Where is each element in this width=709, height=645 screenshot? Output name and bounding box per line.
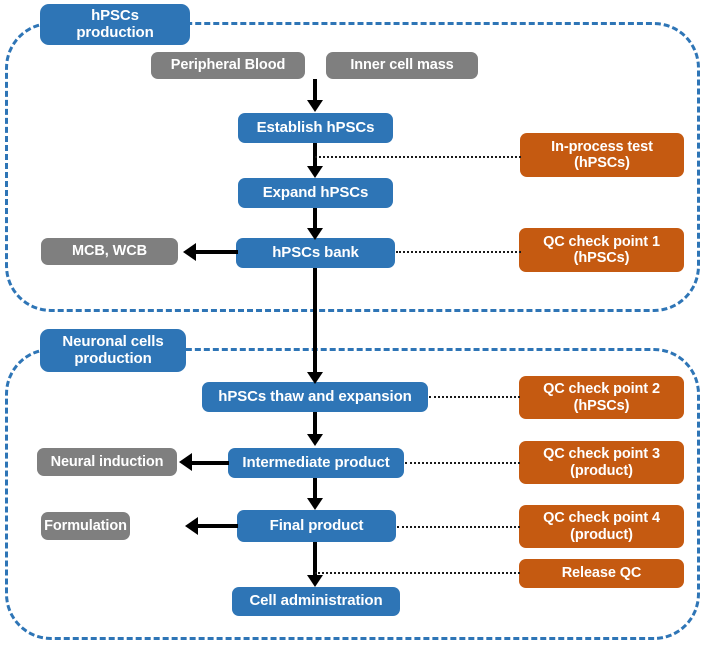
- node-label-line1: QC check point 4: [543, 510, 660, 527]
- node-label: Establish hPSCs: [256, 118, 375, 136]
- arrowhead-to-establish: [307, 100, 323, 112]
- group-label-line2: production: [76, 23, 154, 41]
- node-hpscs-thaw-and-expansion[interactable]: hPSCs thaw and expansion: [202, 382, 428, 412]
- node-label: hPSCs thaw and expansion: [218, 387, 412, 405]
- node-label: Final product: [269, 516, 364, 534]
- qc-link-in-process-test: [315, 156, 521, 158]
- qc-link-check-point-1: [396, 251, 521, 253]
- node-label-line1: QC check point 3: [543, 446, 660, 463]
- node-intermediate-product[interactable]: Intermediate product: [228, 448, 404, 478]
- arrowhead-to-formulation: [185, 517, 198, 535]
- node-neural-induction[interactable]: Neural induction: [37, 448, 177, 476]
- arrowhead-to-neural-induction: [179, 453, 192, 471]
- node-formulation[interactable]: Formulation: [41, 512, 130, 540]
- arrowhead-to-intermediate: [307, 434, 323, 446]
- node-release-qc[interactable]: Release QC: [519, 559, 684, 588]
- connector-final-to-formulation: [198, 524, 238, 528]
- arrowhead-to-expand: [307, 166, 323, 178]
- node-establish-hpscs[interactable]: Establish hPSCs: [238, 113, 393, 143]
- connector-sources-to-establish: [313, 79, 317, 103]
- arrowhead-to-mcb-wcb: [183, 243, 196, 261]
- group-label-line1: Neuronal cells: [62, 332, 164, 350]
- node-label-line1: QC check point 1: [543, 233, 660, 250]
- node-label: Expand hPSCs: [262, 183, 369, 201]
- node-label-line1: QC check point 2: [543, 381, 660, 398]
- qc-link-check-point-2: [429, 396, 520, 398]
- node-label: MCB, WCB: [72, 243, 147, 260]
- node-label: Neural induction: [50, 453, 164, 470]
- connector-final-to-cell-administration: [313, 542, 317, 584]
- node-label: Formulation: [44, 517, 127, 534]
- node-qc-check-point-3[interactable]: QC check point 3 (product): [519, 441, 684, 484]
- qc-link-release-qc: [315, 572, 520, 574]
- group-container-hpscs-production: [5, 22, 700, 312]
- node-peripheral-blood[interactable]: Peripheral Blood: [151, 52, 305, 79]
- node-label: Inner cell mass: [350, 57, 454, 74]
- node-label-line2: (product): [570, 526, 633, 543]
- connector-intermediate-to-final: [313, 478, 317, 502]
- group-label-hpscs-production: hPSCs production: [40, 4, 190, 45]
- node-in-process-test[interactable]: In-process test (hPSCs): [520, 133, 684, 177]
- arrowhead-to-final: [307, 498, 323, 510]
- arrowhead-to-bank: [307, 228, 323, 240]
- connector-bank-to-mcb-wcb: [196, 250, 238, 254]
- connector-intermediate-to-neural-induction: [192, 461, 229, 465]
- node-label-line1: In-process test: [551, 138, 653, 155]
- node-mcb-wcb[interactable]: MCB, WCB: [41, 238, 178, 265]
- node-label: Cell administration: [249, 592, 383, 610]
- connector-expand-to-bank: [313, 208, 317, 232]
- node-inner-cell-mass[interactable]: Inner cell mass: [326, 52, 478, 79]
- group-container-neuronal-production: [5, 348, 700, 640]
- qc-link-check-point-3: [405, 462, 520, 464]
- node-label-line2: (product): [570, 462, 633, 479]
- group-label-neuronal-production: Neuronal cells production: [40, 329, 186, 372]
- node-label-line2: (hPSCs): [573, 397, 630, 414]
- connector-bank-to-thaw: [313, 268, 317, 378]
- arrowhead-to-thaw: [307, 372, 323, 384]
- node-label: hPSCs bank: [272, 243, 359, 261]
- node-final-product[interactable]: Final product: [237, 510, 396, 542]
- node-label: Peripheral Blood: [170, 57, 286, 74]
- node-label: Intermediate product: [242, 453, 390, 471]
- node-qc-check-point-4[interactable]: QC check point 4 (product): [519, 505, 684, 548]
- node-qc-check-point-2[interactable]: QC check point 2 (hPSCs): [519, 376, 684, 419]
- node-expand-hpscs[interactable]: Expand hPSCs: [238, 178, 393, 208]
- node-hpscs-bank[interactable]: hPSCs bank: [236, 238, 395, 268]
- arrowhead-to-cell-administration: [307, 575, 323, 587]
- connector-thaw-to-intermediate: [313, 412, 317, 437]
- group-label-line1: hPSCs: [91, 6, 139, 24]
- node-label-line2: (hPSCs): [573, 250, 630, 266]
- node-cell-administration[interactable]: Cell administration: [232, 587, 400, 616]
- qc-link-check-point-4: [397, 526, 520, 528]
- node-label: Release QC: [561, 565, 642, 582]
- group-label-line2: production: [74, 349, 152, 367]
- node-qc-check-point-1[interactable]: QC check point 1 (hPSCs): [519, 228, 684, 272]
- node-label-line2: (hPSCs): [574, 155, 630, 171]
